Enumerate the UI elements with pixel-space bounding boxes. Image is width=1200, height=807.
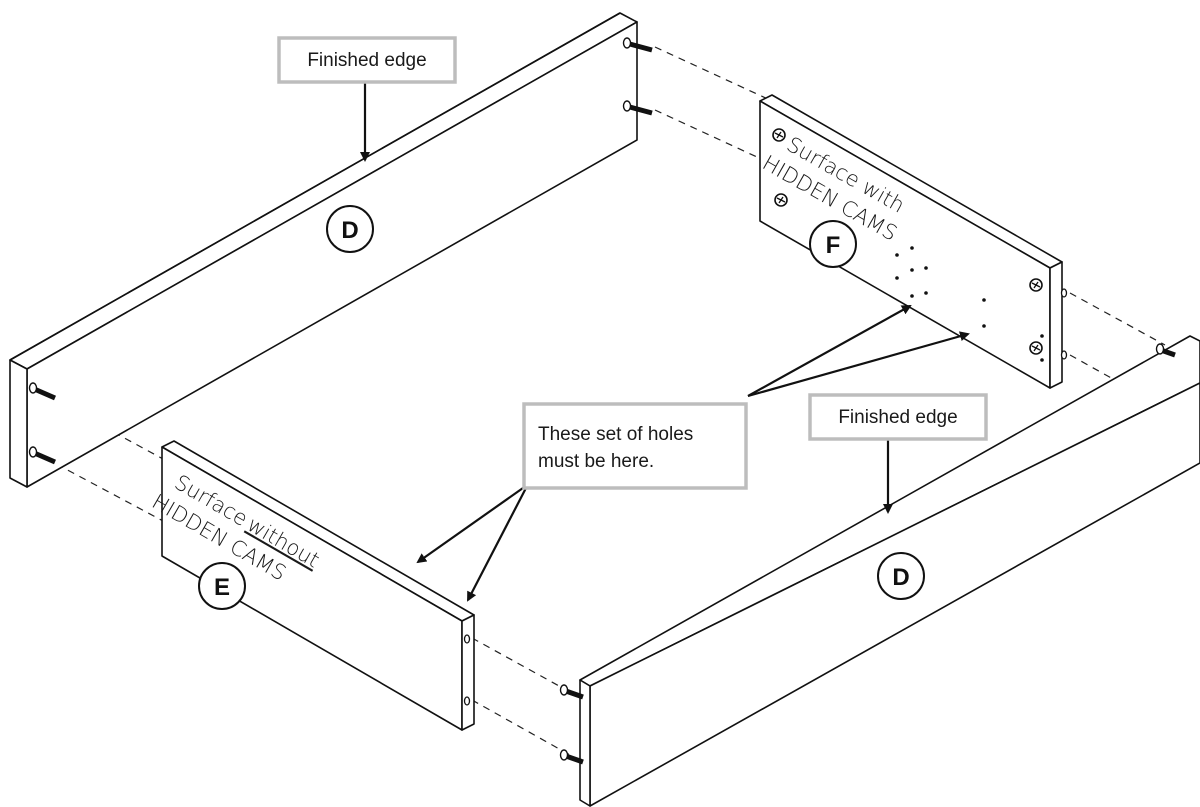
callout-finished-edge-top: Finished edge [277,36,457,84]
arrow-icon [416,487,524,564]
dowel-holes-f-edge [1060,288,1068,360]
part-letter-d-bottom: D [892,564,909,591]
pilot-holes-f [895,246,1044,362]
cam-lock-icon [1029,278,1043,292]
board-f [759,94,1063,389]
callout-finished-edge-right: Finished edge [808,393,988,441]
dowel-pins-d-bottom [559,343,1176,765]
part-label-d-bottom: D [877,552,925,600]
part-letter-f: F [826,232,841,259]
part-label-f: F [809,220,857,268]
cam-lock-icon [774,193,788,207]
part-label-e: E [198,562,246,610]
holes-callout-line1: These set of holes [538,424,693,445]
arrow-icon [747,305,912,397]
dowel-holes-e-edge [463,634,471,706]
dowel-pin-icon [28,446,56,465]
callout-holes: These set of holes must be here. [522,402,748,490]
dowel-pin-icon [1155,343,1176,358]
arrow-icon [467,487,527,602]
dowel-pin-icon [559,749,584,765]
dowel-pin-icon [622,37,653,53]
part-letter-d-top: D [341,217,358,244]
dowel-pins-d-top [28,37,653,465]
cam-lock-icon [772,128,786,142]
part-letter-e: E [214,574,230,601]
dowel-pin-icon [28,382,56,401]
dowel-pin-icon [622,100,653,116]
dowel-pin-icon [559,684,584,700]
part-label-d-top: D [326,205,374,253]
arrow-icon [747,331,970,398]
board-d-top [9,12,638,488]
holes-callout-line2: must be here. [538,451,654,472]
cam-lock-icon [1029,341,1043,355]
finished-edge-top-text: Finished edge [307,50,426,71]
finished-edge-right-text: Finished edge [838,407,957,428]
board-e [161,440,475,731]
cam-locks-f [772,128,1043,355]
callout-arrows [360,82,970,602]
